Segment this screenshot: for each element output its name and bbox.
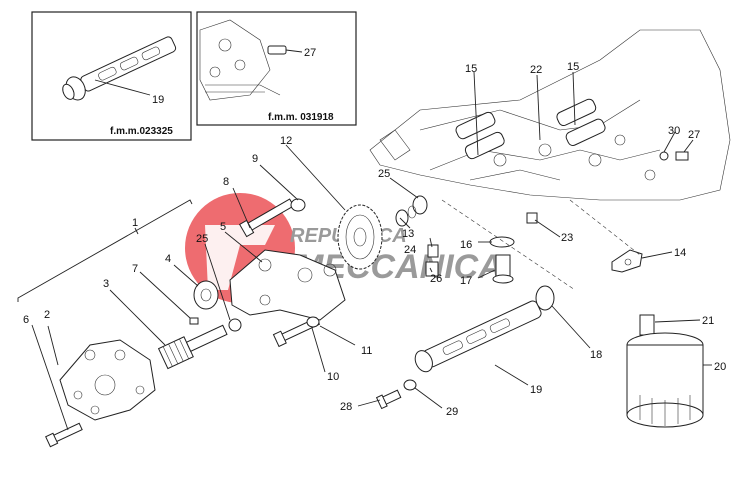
screw	[45, 422, 83, 448]
pump-body	[59, 339, 156, 421]
callout-label: 13	[402, 228, 414, 240]
callout-label: 3	[103, 278, 109, 290]
callout-label: 16	[460, 239, 472, 251]
callout-label: 18	[590, 349, 602, 361]
oil-filter	[626, 314, 704, 428]
leader-lines	[31, 71, 712, 431]
callout-label: 21	[702, 315, 714, 327]
inset2-label: 27	[304, 47, 316, 59]
filter-plug	[492, 254, 514, 284]
callout-label: 8	[223, 176, 229, 188]
callout-label: 7	[132, 263, 138, 275]
inset-box-dipstick-tube: 19 f.m.m.023325	[31, 11, 192, 141]
callout-label: 6	[23, 314, 29, 326]
callout-label: 22	[530, 64, 542, 76]
callout-label: 15	[567, 61, 579, 73]
callout-label: 29	[446, 406, 458, 418]
callout-label: 15	[465, 63, 477, 75]
callout-label: 9	[252, 153, 258, 165]
callout-label: 30	[668, 125, 680, 137]
oil-filter-tube	[414, 300, 542, 373]
callout-label: 25	[196, 233, 208, 245]
callout-label: 12	[280, 135, 292, 147]
drive-gear	[337, 204, 383, 270]
inset-box-crankcase-detail: 27 f.m.m. 031918	[196, 11, 357, 126]
pump-shaft-gear	[157, 324, 228, 370]
callout-label: 24	[404, 244, 416, 256]
callout-label: 10	[327, 371, 339, 383]
callout-label: 4	[165, 253, 171, 265]
callout-labels: 1 2 3 4 5 6 7 8 9 10 11 12 13 14 15 15 1…	[23, 61, 726, 418]
callout-label: 20	[714, 361, 726, 373]
callout-label: 11	[361, 345, 372, 357]
pump-gear	[193, 280, 219, 310]
callout-label: 5	[220, 221, 226, 233]
callout-label: 26	[430, 273, 442, 285]
callout-label: 1	[132, 217, 138, 229]
callout-label: 23	[561, 232, 573, 244]
callout-label: 2	[44, 309, 50, 321]
callout-label: 28	[340, 401, 352, 413]
pump-cover	[229, 249, 346, 321]
callout-label: 25	[378, 168, 390, 180]
inset1-label: 19	[152, 94, 164, 106]
callout-label: 14	[674, 247, 686, 259]
callout-label: 27	[688, 129, 700, 141]
inset2-ref: f.m.m. 031918	[268, 112, 334, 123]
callout-label: 17	[460, 275, 472, 287]
callout-label: 19	[530, 384, 542, 396]
engine-crankcase	[369, 29, 731, 201]
inset1-ref: f.m.m.023325	[110, 126, 173, 137]
